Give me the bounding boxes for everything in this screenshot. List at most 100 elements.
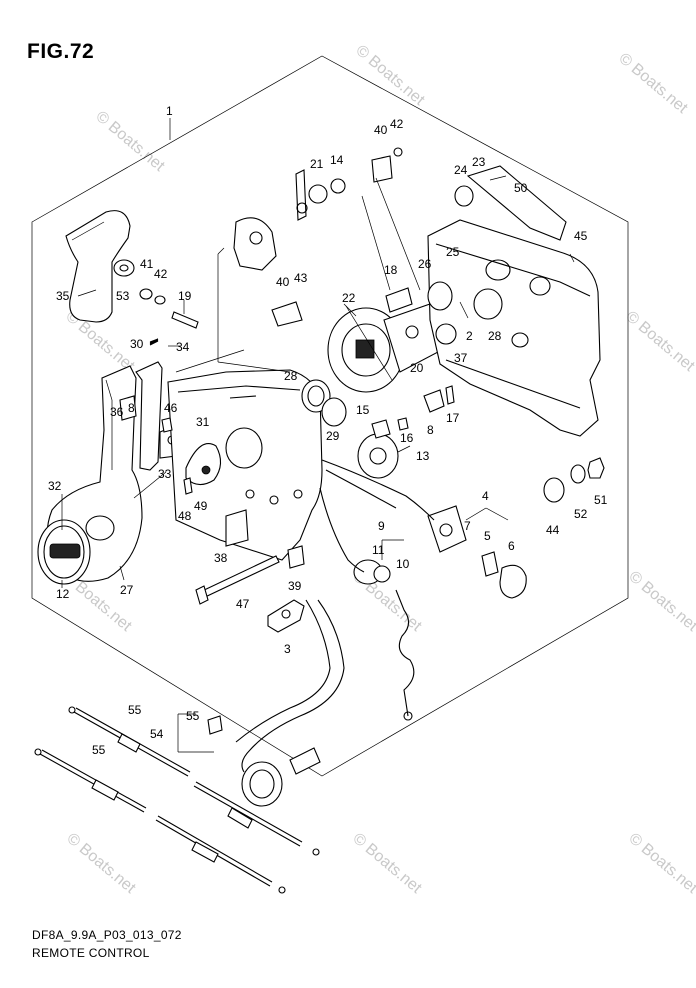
callout-11: 11: [372, 543, 385, 557]
callout-29: 29: [326, 429, 340, 443]
handle-cover: [65, 210, 131, 323]
cable-55-upper: [68, 706, 320, 856]
callout-7: 7: [464, 519, 471, 533]
stop-switch-11: [353, 559, 391, 585]
callout-16: 16: [400, 431, 414, 445]
callout-43: 44: [546, 523, 560, 537]
callout-6: 6: [508, 539, 515, 553]
callout-15: 15: [356, 403, 370, 417]
grommet-26: [427, 281, 453, 311]
watermark: © Boats.net: [349, 830, 425, 897]
callout-27: 27: [120, 583, 134, 597]
callout-9: 9: [378, 519, 385, 533]
callout-23: 23: [472, 155, 486, 169]
ring-28: [301, 379, 331, 413]
callout-4: 4: [482, 489, 489, 503]
callout-2: 2: [466, 329, 473, 343]
spring-34: [149, 338, 159, 346]
callout-35: 35: [56, 289, 70, 303]
key-switch-7: [427, 505, 467, 553]
callout-54: 55: [186, 709, 200, 723]
callout-5: 5: [484, 529, 491, 543]
callout-44: 45: [574, 229, 588, 243]
callout-10: 10: [396, 557, 410, 571]
callout-52: 53: [116, 289, 130, 303]
pin-19: [171, 311, 199, 329]
bolt-46: [195, 555, 280, 605]
callout-42b: 42: [154, 267, 168, 281]
callout-labels: 1 2 3 4 5 6 7 8 8 9 10 11 12 13 14 15 16…: [48, 104, 608, 757]
callout-33: 33: [158, 467, 172, 481]
callout-17: 17: [446, 411, 460, 425]
bracket-3: [267, 599, 305, 633]
callout-25: 25: [446, 245, 460, 259]
callout-40a: 40: [374, 123, 388, 137]
callout-13: 13: [416, 449, 430, 463]
callout-55b: 55: [92, 743, 106, 757]
callout-32: 32: [48, 479, 62, 493]
connector-54: [207, 715, 223, 735]
lever-bracket-30: [135, 361, 163, 471]
plate-40: [271, 301, 303, 327]
callout-26: 26: [418, 257, 432, 271]
switch-13: [357, 433, 399, 479]
figure-code: DF8A_9.9A_P03_013_072: [32, 928, 182, 942]
lanyard-cord: [395, 589, 415, 721]
callout-31: 31: [196, 415, 210, 429]
callout-39: 39: [288, 579, 302, 593]
watermark: © Boats.net: [625, 568, 696, 635]
callout-12: 12: [56, 587, 70, 601]
shaft-18: [385, 287, 413, 313]
callout-8b: 8: [427, 423, 434, 437]
washer-52: [113, 259, 135, 277]
callout-24: 24: [454, 163, 468, 177]
screw-47: [183, 477, 193, 495]
bushing-37: [435, 323, 457, 345]
callout-14: 14: [330, 153, 344, 167]
ring-24: [454, 185, 474, 207]
key-5: [481, 551, 499, 577]
cover-23: [466, 165, 567, 241]
control-body: [167, 369, 323, 561]
callout-30: 30: [130, 337, 144, 351]
callout-36: 36: [110, 405, 124, 419]
arm-upper: [233, 217, 277, 271]
callout-1: 1: [166, 104, 173, 118]
screw-45: [161, 417, 173, 433]
callout-42a: 42: [390, 117, 404, 131]
callout-18: 18: [384, 263, 398, 277]
washer-51: [570, 464, 586, 484]
leader-lines: [61, 175, 575, 753]
plate-40-top: [371, 147, 403, 183]
callout-34: 34: [176, 340, 190, 354]
callout-50: 51: [594, 493, 608, 507]
housing-right: [427, 219, 601, 437]
callout-47: 48: [178, 509, 192, 523]
block-36: [119, 395, 137, 421]
callout-53: 54: [150, 727, 164, 741]
screw-17: [445, 385, 455, 405]
callout-40b: 40: [276, 275, 290, 289]
callout-42c: 43: [294, 271, 308, 285]
connector-plug: [241, 747, 321, 807]
callout-28a: 28: [284, 369, 298, 383]
screw-16: [397, 417, 409, 431]
callout-46: 47: [236, 597, 250, 611]
washer-41: [139, 288, 153, 300]
callout-8a: 8: [128, 401, 135, 415]
cam-disc-22: [327, 307, 405, 393]
callout-45: 46: [164, 401, 178, 415]
figure-name: REMOTE CONTROL: [32, 946, 150, 960]
gear-28-right: [473, 288, 503, 320]
callout-37: 37: [454, 351, 468, 365]
callout-51: 52: [574, 507, 588, 521]
nut-50: [587, 457, 605, 479]
cable-55-lower: [34, 748, 286, 894]
watermark: © Boats.net: [352, 42, 428, 109]
washer-14: [308, 178, 346, 204]
washer-42: [154, 295, 166, 305]
callout-19: 19: [178, 289, 192, 303]
bracket-15: [371, 419, 391, 439]
bushing-29: [321, 397, 347, 427]
